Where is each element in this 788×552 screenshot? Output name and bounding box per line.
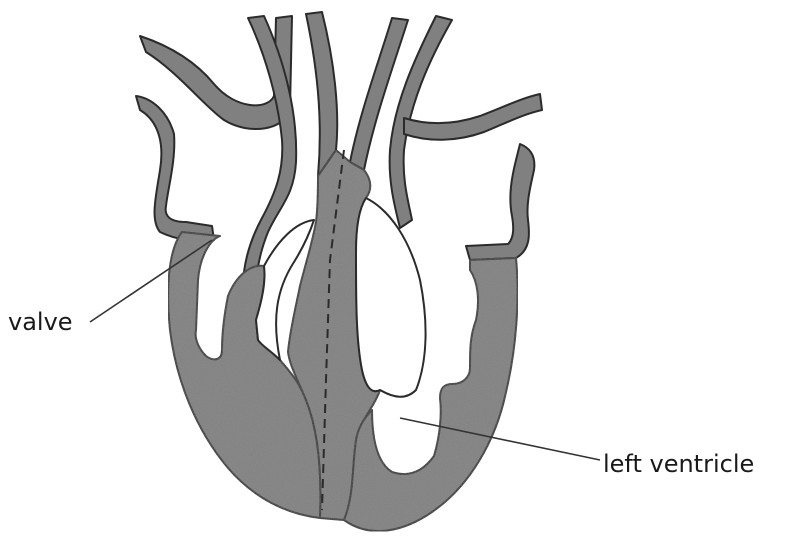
pulmonary-vein-left <box>136 96 214 241</box>
valve-label: valve <box>8 310 73 334</box>
left-ventricle-cavity <box>356 198 426 397</box>
left-ventricle-label: left ventricle <box>603 452 754 476</box>
pulmonary-vein-right-lower <box>466 144 534 260</box>
aorta-inner-left <box>306 12 337 176</box>
heart-walls <box>168 150 517 531</box>
left-ventricle-leader-line <box>400 418 600 460</box>
pulmonary-vein-right-upper <box>404 94 542 140</box>
